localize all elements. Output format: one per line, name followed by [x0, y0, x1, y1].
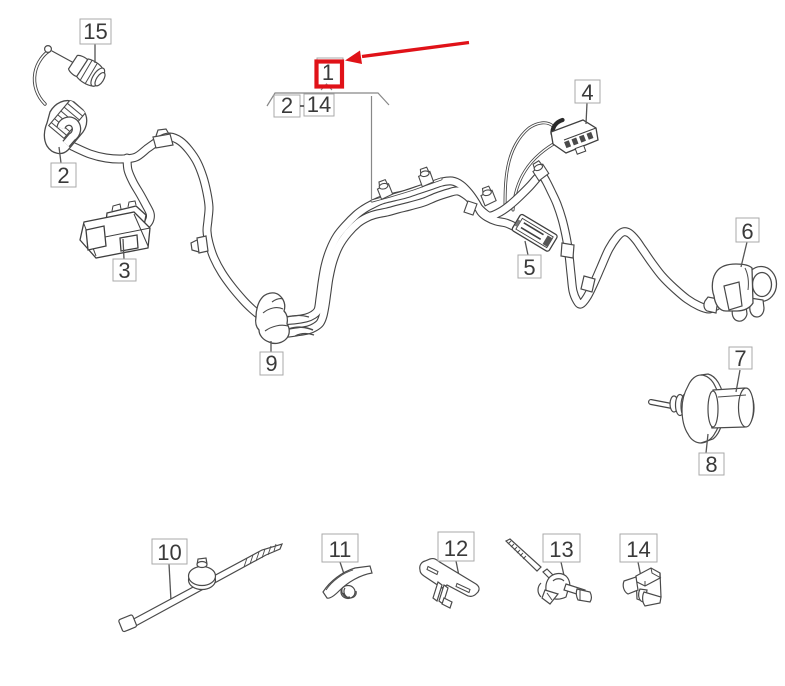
svg-text:14: 14	[626, 537, 650, 562]
svg-text:6: 6	[741, 219, 753, 244]
svg-text:12: 12	[444, 536, 468, 561]
svg-text:7: 7	[734, 346, 746, 371]
svg-text:14: 14	[307, 92, 331, 117]
svg-text:13: 13	[549, 537, 573, 562]
svg-text:15: 15	[83, 19, 107, 44]
svg-text:4: 4	[581, 80, 593, 105]
svg-text:8: 8	[705, 452, 717, 477]
svg-text:9: 9	[265, 351, 277, 376]
svg-text:3: 3	[118, 258, 130, 283]
svg-text:2: 2	[281, 93, 293, 118]
svg-text:11: 11	[329, 537, 352, 562]
svg-text:1: 1	[322, 60, 334, 85]
svg-text:2: 2	[57, 163, 69, 188]
svg-text:5: 5	[523, 255, 535, 280]
svg-text:10: 10	[157, 540, 181, 565]
